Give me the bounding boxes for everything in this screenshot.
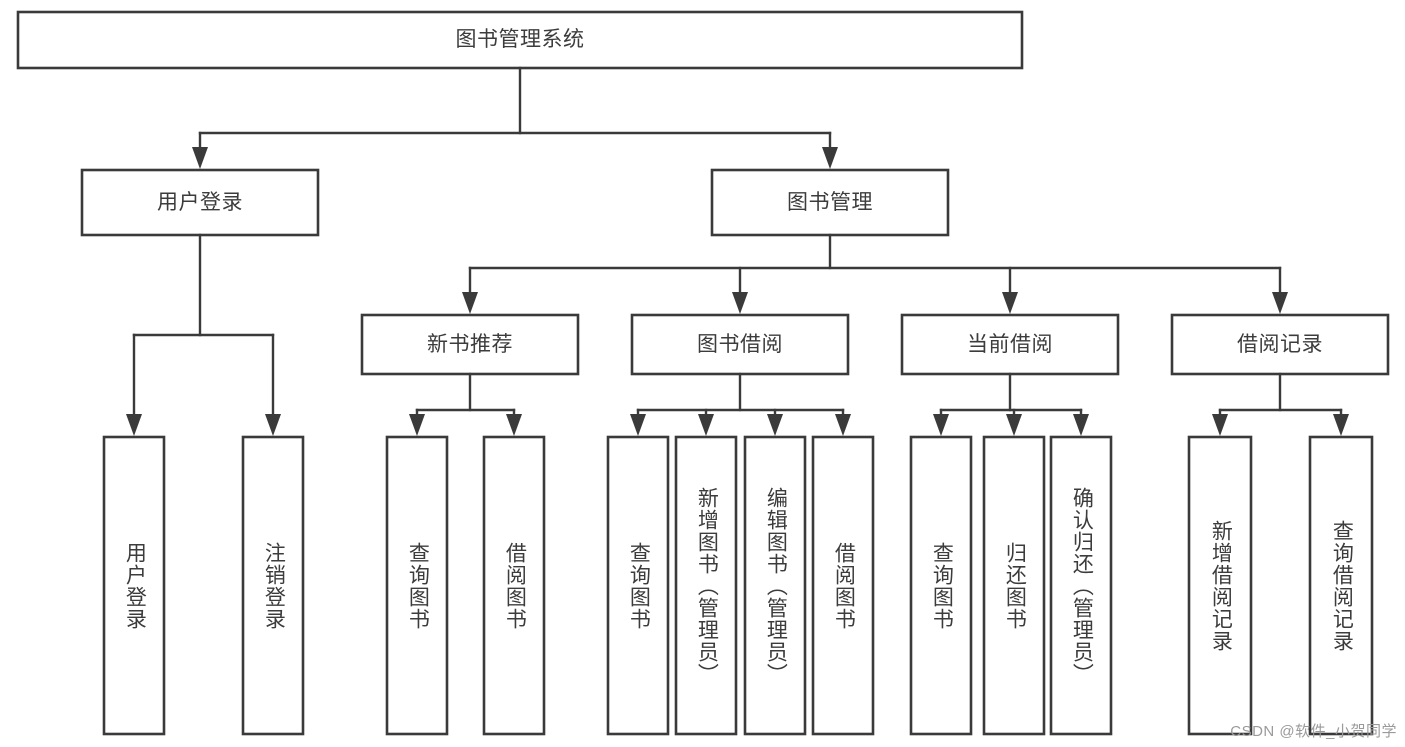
node-box[interactable]	[102, 435, 166, 736]
node-box[interactable]	[1308, 435, 1374, 736]
arrow-head-icon	[462, 292, 478, 314]
arrow-head-icon	[732, 292, 748, 314]
arrow-head-icon	[1006, 414, 1022, 436]
node-box[interactable]	[674, 435, 738, 736]
arrow-head-icon	[1073, 414, 1089, 436]
node-box[interactable]	[1187, 435, 1253, 736]
node-box[interactable]	[385, 435, 449, 736]
node-box[interactable]	[1170, 313, 1390, 376]
arrow-head-icon	[265, 414, 281, 436]
arrow-head-icon	[409, 414, 425, 436]
node-box[interactable]	[16, 10, 1024, 70]
arrow-head-icon	[1002, 292, 1018, 314]
arrow-head-icon	[126, 414, 142, 436]
node-box[interactable]	[710, 168, 950, 237]
node-box[interactable]	[606, 435, 670, 736]
arrow-head-icon	[1212, 414, 1228, 436]
arrow-head-icon	[698, 414, 714, 436]
node-box[interactable]	[900, 313, 1120, 376]
node-box[interactable]	[80, 168, 320, 237]
arrow-head-icon	[1333, 414, 1349, 436]
arrow-head-icon	[767, 414, 783, 436]
arrow-head-icon	[933, 414, 949, 436]
arrow-head-icon	[822, 147, 838, 169]
node-box[interactable]	[630, 313, 850, 376]
watermark-text: CSDN @软件_小贺同学	[1230, 723, 1397, 740]
node-box[interactable]	[811, 435, 875, 736]
arrow-head-icon	[835, 414, 851, 436]
arrow-head-icon	[630, 414, 646, 436]
node-box[interactable]	[909, 435, 973, 736]
arrow-head-icon	[506, 414, 522, 436]
arrow-head-icon	[1272, 292, 1288, 314]
node-box[interactable]	[241, 435, 305, 736]
node-box[interactable]	[1049, 435, 1113, 736]
node-box[interactable]	[360, 313, 580, 376]
arrow-head-icon	[192, 147, 208, 169]
node-box[interactable]	[743, 435, 807, 736]
node-box[interactable]	[982, 435, 1046, 736]
node-box[interactable]	[482, 435, 546, 736]
